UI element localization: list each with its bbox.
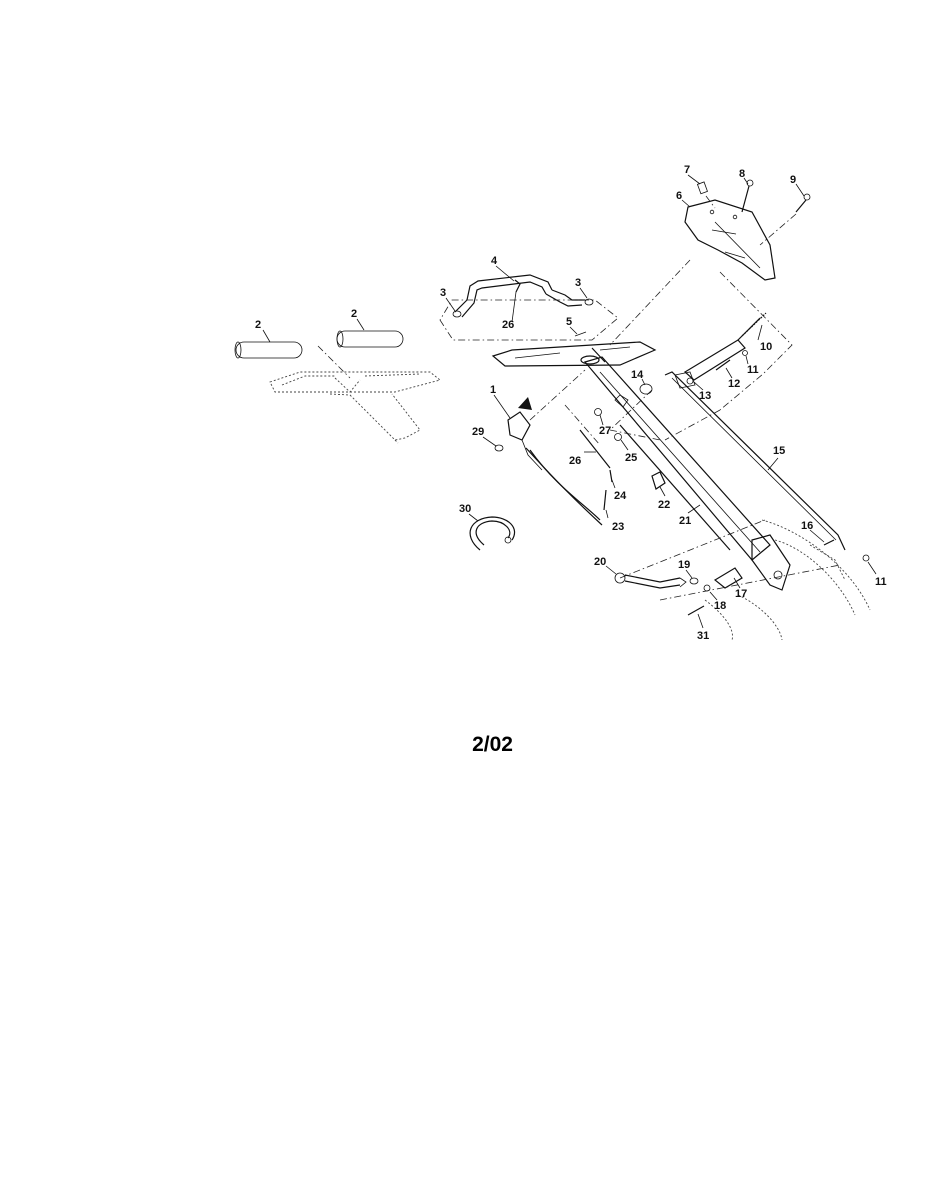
washer-right: [584, 298, 594, 306]
control-lever: [507, 397, 543, 471]
lower-mount-bracket: [751, 534, 791, 591]
part-label-23: 23: [612, 521, 624, 533]
part-label-2b: 2: [351, 308, 357, 320]
pin-11b: [862, 554, 870, 562]
washer-left: [452, 310, 462, 318]
part-label-5: 5: [566, 316, 572, 328]
part-label-31: 31: [697, 630, 709, 642]
bolt-31: [687, 605, 705, 616]
nut-27: [594, 408, 602, 416]
part-label-17: 17: [735, 588, 747, 600]
part-label-13: 13: [699, 390, 711, 402]
part-label-8: 8: [739, 168, 745, 180]
part-label-11a: 11: [747, 364, 759, 376]
bolt-8: [741, 185, 750, 213]
part-label-15: 15: [773, 445, 785, 457]
hand-grip-right: [336, 330, 404, 348]
pin-11: [742, 350, 748, 356]
link-17: [713, 567, 743, 589]
part-label-25: 25: [625, 452, 637, 464]
part-label-19: 19: [678, 559, 690, 571]
part-label-20: 20: [594, 556, 606, 568]
leader-lines: [262, 174, 877, 629]
screw-23: [603, 489, 607, 511]
part-label-4: 4: [491, 255, 498, 267]
handle-bracket: [684, 199, 776, 281]
nut-29: [494, 444, 504, 452]
part-label-30: 30: [459, 503, 471, 515]
cable-26: [579, 429, 611, 469]
part-label-24: 24: [614, 490, 627, 502]
part-label-18: 18: [714, 600, 726, 612]
upper-handle-bar: [454, 274, 585, 318]
retaining-ring: [469, 516, 516, 551]
hand-grip-left: [234, 341, 303, 359]
part-label-16: 16: [801, 520, 813, 532]
part-label-26a: 26: [502, 319, 514, 331]
shift-rod: [664, 371, 846, 551]
lower-handle-bar: [491, 341, 657, 367]
part-label-3a: 3: [440, 287, 446, 299]
part-label-2a: 2: [255, 319, 261, 331]
part-label-21: 21: [679, 515, 691, 527]
nut-7: [696, 181, 708, 195]
part-label-12: 12: [728, 378, 740, 390]
part-label-29: 29: [472, 426, 484, 438]
part-label-27: 27: [599, 425, 611, 437]
lever-grip-spring: [741, 312, 767, 337]
part-label-7: 7: [684, 164, 690, 176]
part-label-11b: 11: [875, 576, 887, 588]
revision-code: 2/02: [472, 733, 513, 756]
part-label-9: 9: [790, 174, 796, 186]
shift-arm: [614, 572, 687, 589]
alternate-handle-assembly: [269, 371, 441, 444]
part-label-10: 10: [760, 341, 772, 353]
bolt-16: [823, 539, 835, 546]
bolt-9: [795, 199, 807, 213]
nut-25: [614, 433, 622, 441]
part-label-22: 22: [658, 499, 670, 511]
part-label-1: 1: [490, 384, 496, 396]
part-label-6: 6: [676, 190, 682, 202]
pin-12: [715, 359, 731, 371]
part-label-3b: 3: [575, 277, 581, 289]
clip-22: [651, 471, 666, 490]
part-number-labels: 1 2 2 3 3 4 5 6 7 8 9 10 11 11 12 13 14 …: [255, 164, 887, 642]
throttle-cable: [619, 424, 731, 551]
spacer-14: [639, 383, 653, 395]
washer-19: [689, 577, 699, 585]
part-label-26b: 26: [569, 455, 581, 467]
nut-18: [703, 584, 711, 592]
part-label-14: 14: [631, 369, 644, 381]
